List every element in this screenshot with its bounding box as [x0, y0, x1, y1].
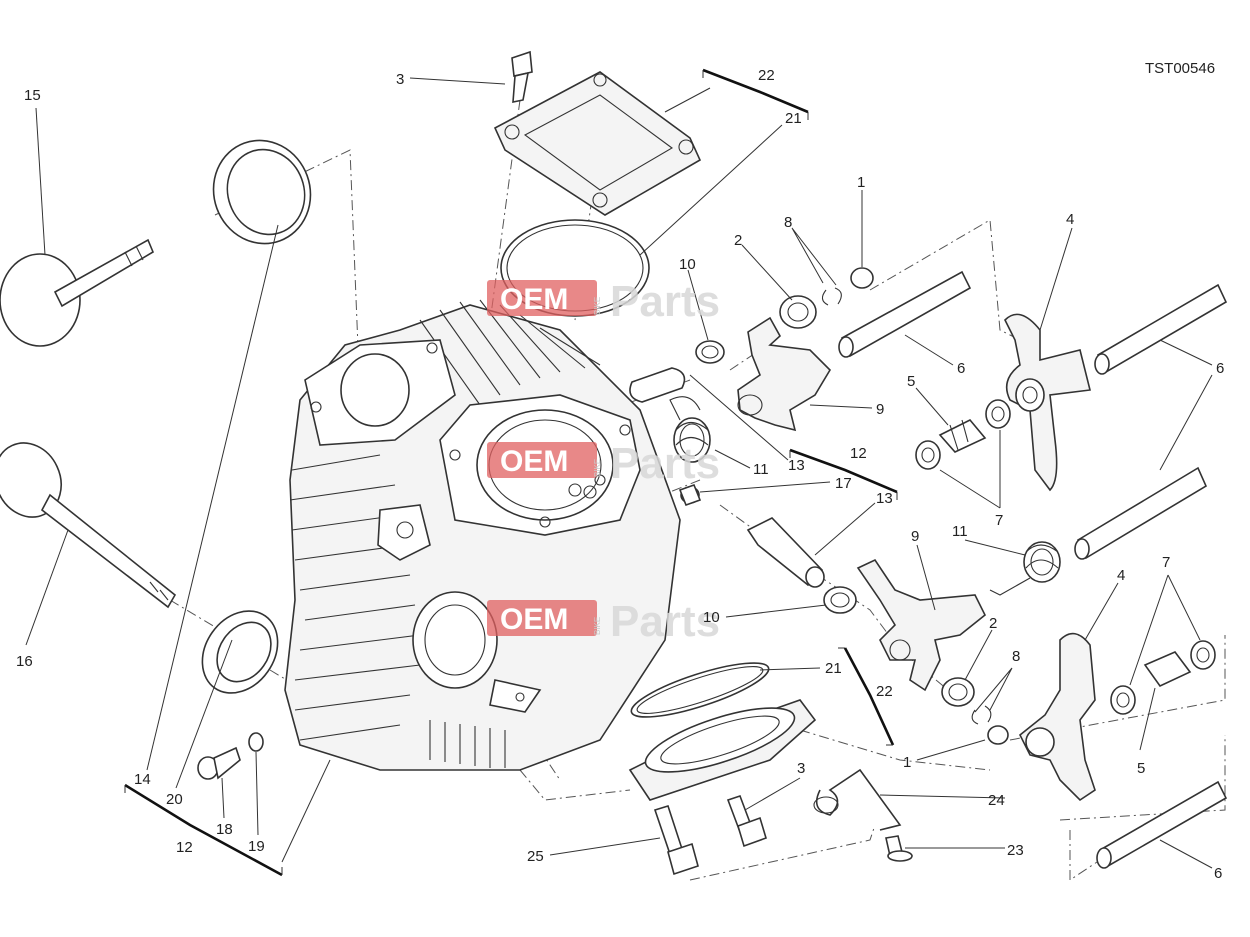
callout-2-lower: 2 [989, 615, 997, 632]
circlip-lower [971, 705, 992, 725]
watermark-bike-text: BIKE [593, 297, 602, 315]
washer [248, 732, 264, 752]
callout-11-lower: 11 [952, 523, 968, 540]
callout-11-upper: 11 [753, 461, 769, 478]
callout-22-lower: 22 [876, 683, 893, 700]
drawing-code: TST00546 [1145, 60, 1215, 77]
callout-14: 14 [134, 771, 151, 788]
cylinder-head [284, 299, 681, 771]
watermark-parts-text: Parts [610, 597, 720, 646]
callout-labels: 3 22 21 15 1 8 2 10 4 6 6 5 9 12 11 13 1… [16, 67, 1224, 882]
spacer-upper [695, 340, 725, 364]
watermark-parts-text: Parts [610, 439, 720, 488]
callout-12-upper: 12 [850, 445, 867, 462]
shaft-upper-right [1094, 283, 1228, 375]
callout-3-upper: 3 [396, 71, 404, 88]
watermark: OEM BIKE Parts OEM BIKE Parts OEM BIKE P… [487, 277, 720, 646]
shim-clip-lower [1143, 651, 1192, 688]
callout-5-upper: 5 [907, 373, 915, 390]
small-screw [885, 835, 913, 862]
callout-19: 19 [248, 838, 265, 855]
rocker-lever-lower [1018, 632, 1096, 802]
callout-6-bottom: 6 [1214, 865, 1222, 882]
exhaust-valve [0, 442, 177, 609]
callout-6-right: 6 [1216, 360, 1224, 377]
shaft-bottom-right [1096, 780, 1228, 869]
callout-1-upper: 1 [857, 174, 865, 191]
spring-lower [989, 541, 1061, 596]
watermark-bike-text: BIKE [593, 459, 602, 477]
callout-23: 23 [1007, 842, 1024, 859]
watermark-logo-middle: OEM BIKE Parts [487, 439, 720, 488]
head-screw [197, 746, 241, 780]
spring-upper [669, 396, 711, 463]
upper-cover-screw [511, 50, 533, 103]
callout-4-upper: 4 [1066, 211, 1074, 228]
washer-pair-lower [1110, 640, 1216, 715]
bearing-lower [941, 677, 975, 707]
wire-clip [813, 768, 902, 831]
callout-13-upper: 13 [788, 457, 805, 474]
callout-15: 15 [24, 87, 41, 104]
callout-6-upper: 6 [957, 360, 965, 377]
callout-21-upper: 21 [785, 110, 802, 127]
shaft-lower-right [1074, 466, 1208, 560]
watermark-oem-text: OEM [500, 603, 568, 636]
watermark-oem-text: OEM [500, 283, 568, 316]
callout-16: 16 [16, 653, 33, 670]
spacer-lower [823, 586, 857, 614]
watermark-bike-text: BIKE [593, 617, 602, 635]
rocker-shaft-upper [838, 270, 972, 358]
callout-9-lower: 9 [911, 528, 919, 545]
callout-21-lower: 21 [825, 660, 842, 677]
callout-12-lower: 12 [176, 839, 193, 856]
circlip-upper [821, 287, 842, 306]
callout-24: 24 [988, 792, 1005, 809]
callout-10-upper: 10 [679, 256, 696, 273]
long-bolt [653, 805, 699, 876]
callout-17: 17 [835, 475, 852, 492]
lower-valve-cover [628, 699, 817, 801]
bearing-upper [779, 295, 817, 329]
callout-7-upper: 7 [995, 512, 1003, 529]
callout-8-lower: 8 [1012, 648, 1020, 665]
watermark-parts-text: Parts [610, 277, 720, 326]
upper-valve-cover [493, 71, 702, 216]
cap-upper [850, 267, 874, 289]
watermark-logo-top: OEM BIKE Parts [487, 277, 720, 326]
cap-lower [987, 725, 1009, 745]
callout-20: 20 [166, 791, 183, 808]
rocker-arm-lower [856, 558, 987, 692]
callout-4-lower: 4 [1117, 567, 1125, 584]
callout-8-upper: 8 [784, 214, 792, 231]
callout-1-lower: 1 [903, 754, 911, 771]
pin-upper [678, 483, 702, 507]
lower-cover-screw [726, 794, 767, 848]
callout-2-upper: 2 [734, 232, 742, 249]
watermark-oem-text: OEM [500, 445, 568, 478]
valve-guide-lower [746, 517, 825, 588]
callout-3-lower: 3 [797, 760, 805, 777]
callout-5-lower: 5 [1137, 760, 1145, 777]
callout-7-lower: 7 [1162, 554, 1170, 571]
callout-18: 18 [216, 821, 233, 838]
rocker-arm-upper [737, 316, 832, 432]
callout-9-upper: 9 [876, 401, 884, 418]
watermark-logo-bottom: OEM BIKE Parts [487, 597, 720, 646]
callout-25: 25 [527, 848, 544, 865]
callout-13-lower: 13 [876, 490, 893, 507]
valve-seat-lower [201, 610, 279, 694]
group-brackets [124, 68, 898, 877]
valve-guide-upper [629, 367, 686, 403]
leader-lines [25, 77, 1213, 869]
rocker-lever-upper [1004, 313, 1091, 492]
callout-10-lower: 10 [703, 609, 720, 626]
valve-seat-upper [212, 139, 312, 245]
intake-valve [0, 238, 155, 347]
callout-22-upper: 22 [758, 67, 775, 84]
washer-pair-upper [915, 399, 1011, 470]
shim-clip-upper [938, 419, 987, 453]
